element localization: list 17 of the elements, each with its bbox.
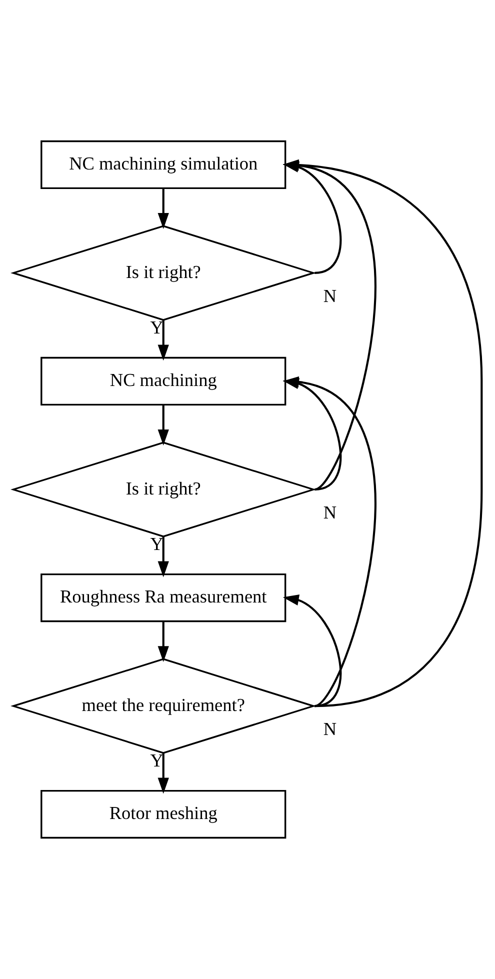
edge-label: N	[323, 286, 337, 306]
arrow	[158, 753, 169, 794]
node-diamond: meet the requirement?	[10, 658, 316, 754]
edge-label: N	[323, 719, 337, 740]
node-diamond: Is it right?	[10, 225, 316, 321]
arrow	[158, 536, 169, 578]
arrow	[158, 188, 169, 229]
arrow	[158, 320, 169, 361]
node-box: Roughness Ra measurement	[40, 573, 286, 622]
node-diamond: Is it right?	[10, 442, 316, 538]
node-box: Rotor meshing	[40, 790, 286, 839]
edge-label: N	[323, 502, 337, 523]
node-box: NC machining simulation	[40, 140, 286, 190]
arrow	[158, 621, 169, 662]
node-box: NC machining	[40, 356, 286, 406]
arrow	[158, 404, 169, 446]
arrow	[282, 594, 342, 708]
